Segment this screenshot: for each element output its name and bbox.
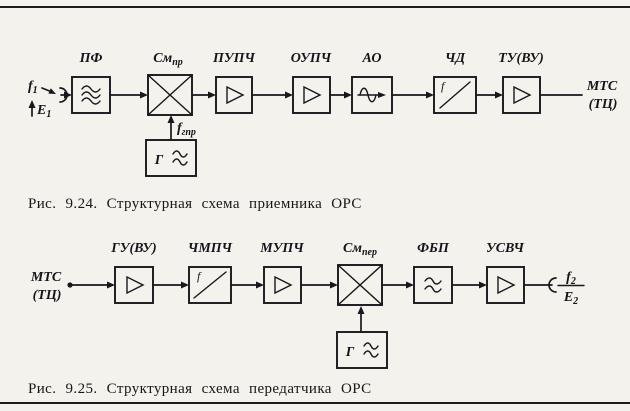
top-rule-line [0,6,630,8]
mixer-icon [337,264,383,306]
fig2-input-line1: МТС [30,270,62,285]
figure1-receiver-diagram: f1 E1 ПФ Смпр ПУПЧ ОУПЧ АО ЧД ТУ(ВУ) [28,51,618,177]
sine-generator-icon [363,342,379,358]
arrowhead [479,281,487,289]
arrowhead [330,281,338,289]
fig1-input-emf-label: E1 [36,103,51,120]
fig2-generator-box [336,331,388,369]
fig1-output-line2: (ТЦ) [589,97,618,112]
fig1-block-pf-label: ПФ [79,51,103,66]
arrowhead [256,281,264,289]
fig1-block-mixer-label: Смпр [153,51,183,68]
fig2-block-gu-box [114,266,154,304]
fig2-block-mupch-box [263,266,302,304]
amplifier-icon [226,85,245,105]
bandpass-filter-icon [81,85,101,105]
fig2-block-usvch-box [486,266,525,304]
fig1-emf-arrowhead [28,100,36,108]
fig2-generator-letter: Г [345,345,355,360]
fig1-block-chd-label: ЧД [445,51,465,66]
arrowhead [406,281,414,289]
fig1-generator-letter: Г [154,153,164,168]
fig2-block-mupch-label: МУПЧ [259,241,304,256]
amplifier-icon [303,85,322,105]
frequency-modulator-icon: f [193,269,227,299]
fig1-block-tu-box [502,76,541,114]
arrowhead [357,306,365,314]
mixer-icon [147,74,193,116]
arrowhead [495,91,503,99]
arrowhead [140,91,148,99]
figure2-transmitter-diagram: МТС (ТЦ) ГУ(ВУ) ЧМПЧ МУПЧ Смпер ФБП УСВЧ… [30,241,585,369]
figure1-caption: Рис. 9.24. Структурная схема приемника О… [28,196,362,212]
arrowhead [285,91,293,99]
amplifier-icon [126,275,145,295]
fig1-block-pupch-box [215,76,253,114]
arrowhead [167,115,175,123]
fig1-input-frequency-label: f1 [28,79,38,96]
fig1-input-arrowhead [48,88,56,94]
arrowhead [64,91,72,99]
amplitude-limiter-icon [357,87,386,103]
fig2-block-gu-label: ГУ(ВУ) [110,241,156,256]
fig2-block-chmpch-label: ЧМПЧ [188,241,233,256]
fig1-block-tu-label: ТУ(ВУ) [498,51,544,66]
fig1-output-line1: МТС [586,79,618,94]
fig2-input-line2: (ТЦ) [33,288,62,303]
sine-generator-icon [172,150,188,166]
fig1-block-ao-label: АО [362,51,382,66]
arrowhead [344,91,352,99]
amplifier-icon [513,85,532,105]
filter-icon [424,277,442,293]
figure2-caption: Рис. 9.25. Структурная схема передатчика… [28,381,372,397]
fig2-output-connector-icon [548,277,557,293]
fig2-block-mixer-label: Смпер [343,241,377,258]
fig2-block-fbp-box [413,266,453,304]
arrowhead [208,91,216,99]
fig1-generator-box [145,139,197,177]
svg-text:f: f [441,79,446,93]
fig1-block-oupch-label: ОУПЧ [291,51,332,66]
amplifier-icon [497,275,516,295]
frequency-detector-icon: f [439,79,471,109]
fig2-block-usvch-label: УСВЧ [486,241,525,256]
fig1-block-pupch-label: ПУПЧ [212,51,256,66]
fig1-feed-frequency-label: fгпр [177,121,196,138]
arrowhead [426,91,434,99]
svg-text:f: f [197,269,202,283]
fig1-block-oupch-box [292,76,331,114]
arrowhead [107,281,115,289]
amplifier-icon [274,275,293,295]
fig2-output-emf-label: E2 [563,290,578,307]
arrowhead [181,281,189,289]
fig2-block-fbp-label: ФБП [417,241,450,256]
fig2-output-frequency-label: f2 [566,270,576,287]
bottom-rule-line [0,402,630,404]
